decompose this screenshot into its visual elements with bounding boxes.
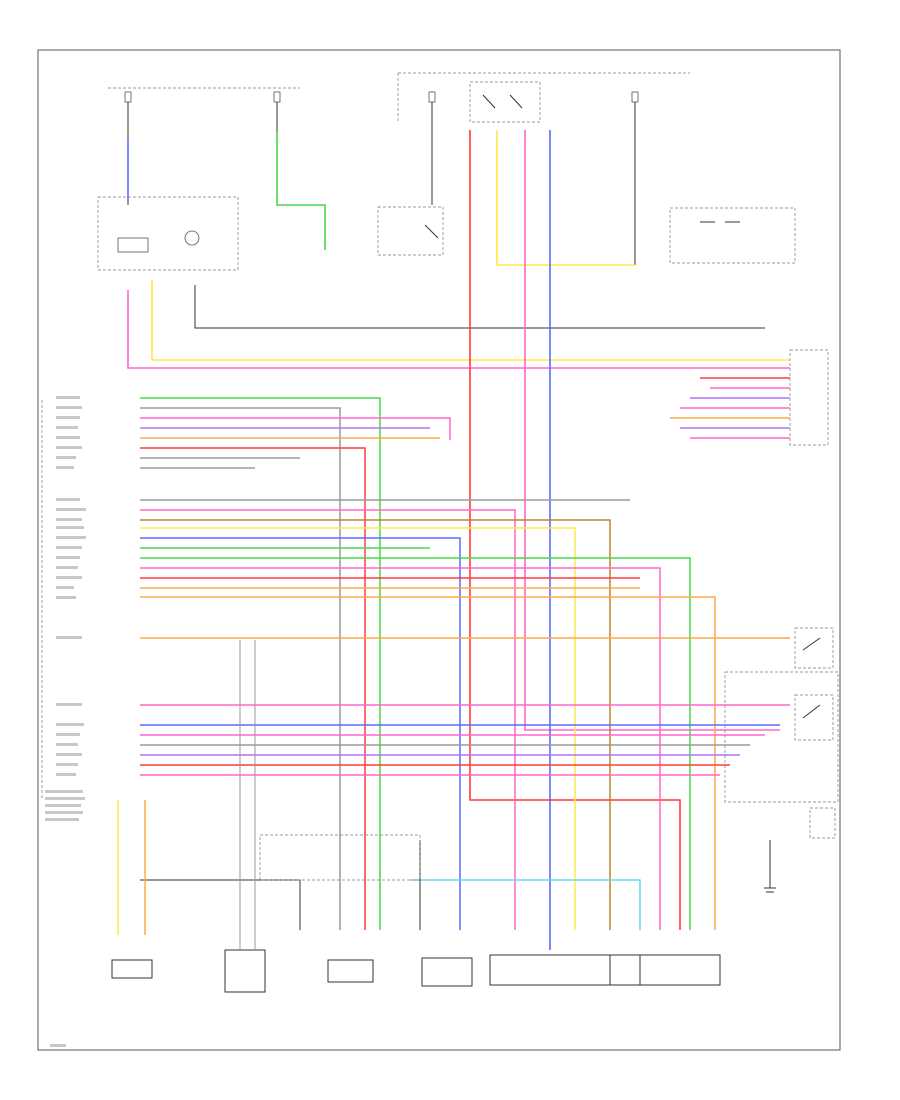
module-box-top-left xyxy=(97,196,239,271)
switch-box-top-right xyxy=(669,207,796,264)
diagram-border xyxy=(37,49,841,1051)
fuse-icon xyxy=(273,91,281,103)
ground-icon xyxy=(764,840,776,893)
sensor-icon xyxy=(111,959,153,979)
switch-box-bottom-center xyxy=(259,834,421,881)
switch-icon xyxy=(469,81,541,123)
switch-icon xyxy=(327,959,374,983)
wires-lower-group xyxy=(140,637,790,776)
power-source-left xyxy=(108,87,300,205)
wires-upper-group xyxy=(140,397,451,930)
sensor-box-right xyxy=(724,671,839,803)
power-source-right xyxy=(397,72,690,265)
pin-label-marks xyxy=(45,396,86,1047)
wires-bottom-center xyxy=(140,840,641,930)
bottom-components xyxy=(111,640,721,993)
wires-middle-group xyxy=(140,499,716,930)
fuse-icon xyxy=(631,91,639,103)
connector-right-upper xyxy=(789,349,829,446)
solenoid-pack xyxy=(489,954,721,986)
switch-box-right-2 xyxy=(794,694,834,741)
lamp-icon xyxy=(184,230,200,246)
wires-top xyxy=(127,130,790,950)
relay-box xyxy=(377,206,444,256)
connector-right-lower xyxy=(809,807,836,839)
solenoid-icon xyxy=(421,957,473,987)
wires-right-upper xyxy=(670,377,790,439)
connector-icon xyxy=(224,949,266,993)
fuse-icon xyxy=(428,91,436,103)
switch-box-right-1 xyxy=(794,627,834,669)
fuse-icon xyxy=(124,91,132,103)
